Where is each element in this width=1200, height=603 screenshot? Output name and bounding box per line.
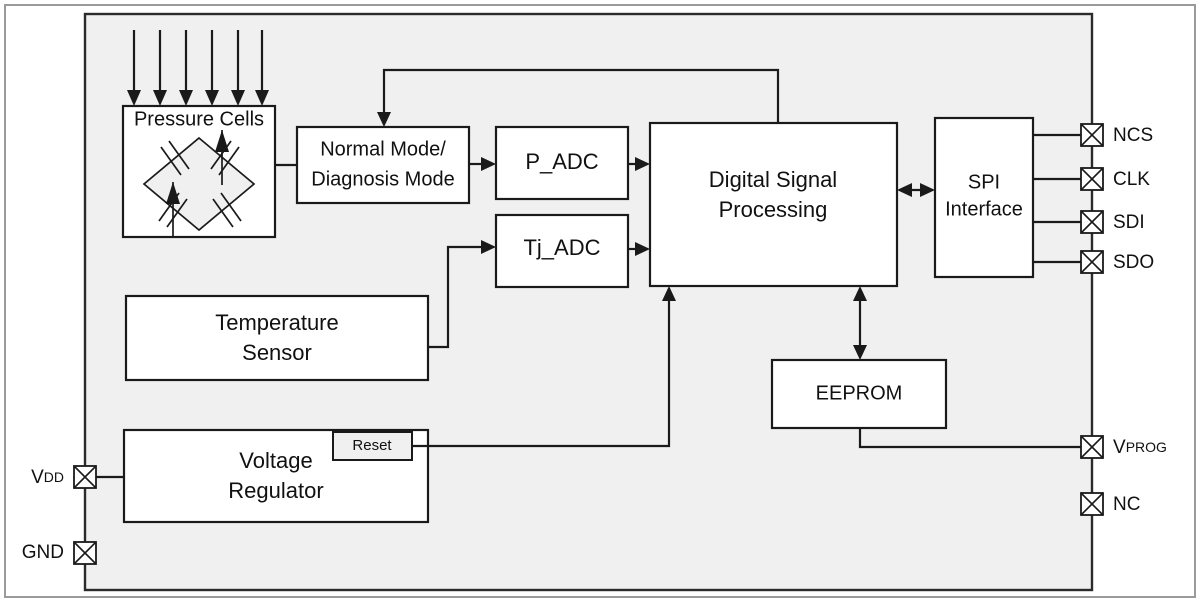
block-reset-label: Reset [352, 437, 392, 454]
block-voltage-regulator-label-1: Voltage [239, 448, 312, 473]
block-voltage-regulator-label-2: Regulator [228, 478, 323, 503]
block-pressure-cells-label: Pressure Cells [134, 108, 264, 130]
pin-sdo[interactable] [1080, 250, 1104, 274]
pin-label-vprog: VPROG [1113, 437, 1167, 458]
wire-tjadc-to-dsp [628, 242, 650, 256]
pin-vdd[interactable] [73, 465, 97, 489]
wire-dsp-feedback-to-mode [377, 68, 780, 127]
block-eeprom-label: EEPROM [816, 382, 903, 404]
block-temperature-sensor[interactable] [124, 294, 430, 382]
wheatstone-bridge-icon [142, 130, 256, 237]
block-temp-sensor-label-1: Temperature [215, 310, 339, 335]
pin-ncs[interactable] [1080, 123, 1104, 147]
wire-reset-to-dsp [412, 286, 676, 448]
block-spi-interface[interactable] [933, 116, 1035, 279]
pin-gnd[interactable] [73, 541, 97, 565]
pin-clk[interactable] [1080, 167, 1104, 191]
wire-eeprom-to-vprog [858, 428, 1081, 449]
block-dsp-label-2: Processing [719, 197, 828, 222]
block-p-adc-label: P_ADC [525, 149, 598, 174]
wire-dsp-spi-bidirectional [897, 183, 935, 197]
pressure-arrow [205, 30, 219, 106]
block-temp-sensor-label-2: Sensor [242, 340, 312, 365]
block-mode-select[interactable] [295, 125, 471, 205]
pressure-arrow [153, 30, 167, 106]
block-tj-adc[interactable] [494, 213, 630, 289]
pin-label-vprog-main: V [1113, 437, 1126, 458]
pin-nc[interactable] [1080, 492, 1104, 516]
block-spi-label-2: Interface [945, 198, 1023, 220]
block-dsp-label-1: Digital Signal [709, 167, 837, 192]
pin-label-vdd-main: V [31, 467, 44, 488]
block-mode-select-label-2: Diagnosis Mode [311, 168, 454, 190]
pin-label-clk: CLK [1113, 169, 1150, 190]
pin-label-vprog-sub: PROG [1126, 439, 1167, 455]
pressure-arrow [127, 30, 141, 106]
pin-sdi[interactable] [1080, 210, 1104, 234]
pin-label-sdo: SDO [1113, 252, 1154, 273]
wire-mode-to-padc [469, 157, 496, 171]
wire-tempsensor-to-tjadc [428, 240, 496, 349]
pin-label-vdd: VDD [31, 467, 64, 488]
block-spi-label-1: SPI [968, 171, 1000, 193]
pressure-arrow [231, 30, 245, 106]
wire-padc-to-dsp [628, 157, 650, 171]
block-dsp[interactable] [648, 121, 899, 288]
block-mode-select-label-1: Normal Mode/ [320, 138, 446, 160]
pin-vprog[interactable] [1080, 435, 1104, 459]
pin-label-sdi: SDI [1113, 212, 1145, 233]
pin-label-ncs: NCS [1113, 125, 1153, 146]
wire-dsp-eeprom-bidirectional [853, 286, 867, 360]
pressure-input-arrows [127, 30, 269, 106]
pin-label-nc: NC [1113, 494, 1140, 515]
pin-label-gnd: GND [22, 542, 64, 563]
pressure-arrow [255, 30, 269, 106]
pin-label-vdd-sub: DD [44, 469, 64, 485]
block-eeprom[interactable] [770, 358, 948, 430]
block-tj-adc-label: Tj_ADC [523, 235, 600, 260]
pressure-arrow [179, 30, 193, 106]
